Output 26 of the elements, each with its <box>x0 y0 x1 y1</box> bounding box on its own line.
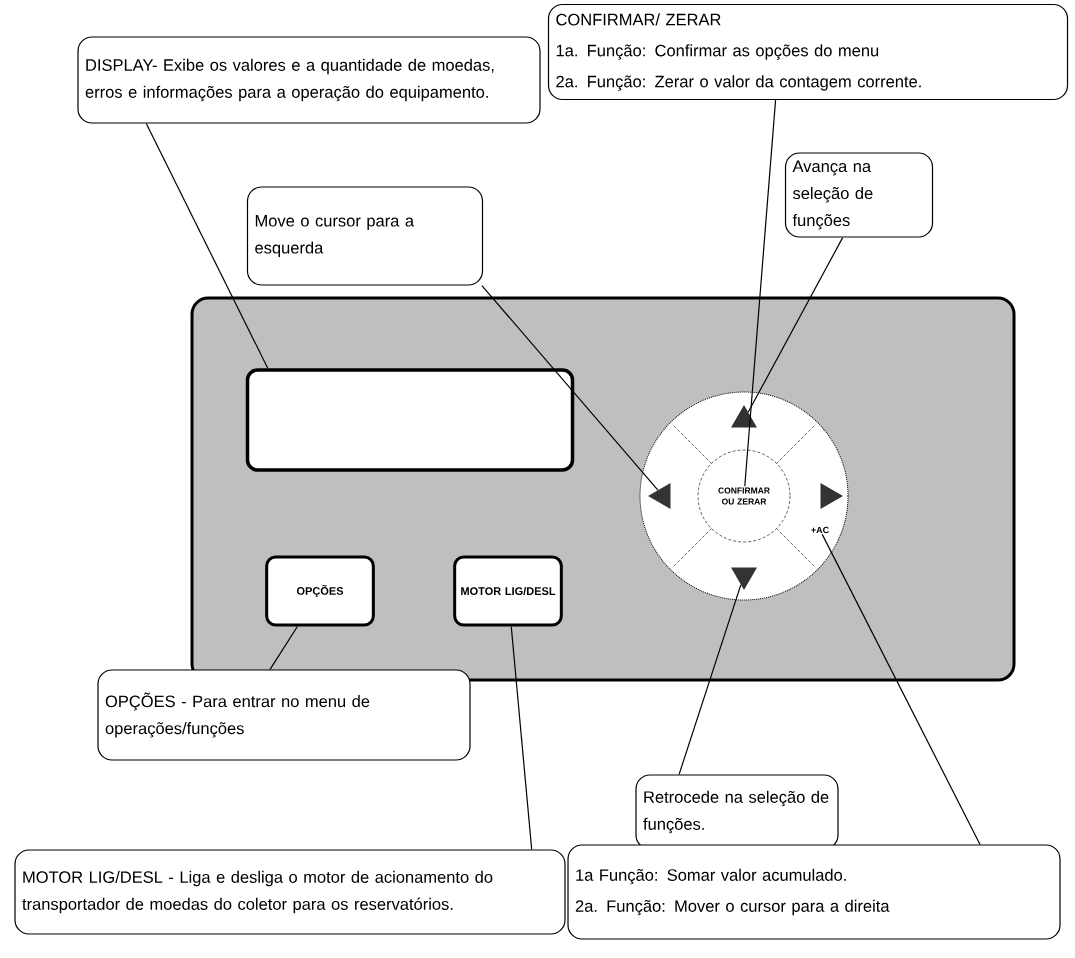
leader-line <box>510 625 533 850</box>
panel-button: MOTOR LIG/DESL <box>453 555 563 627</box>
arrow-key <box>820 483 843 509</box>
key-label: CONFIRMAR OU ZERAR <box>718 487 770 505</box>
leader-line <box>744 99 777 487</box>
leader-line <box>145 123 269 369</box>
callout-box: OPÇÕES - Para entrar no menu de operações/funções <box>97 669 471 761</box>
arrow-key <box>731 405 757 428</box>
leader-line <box>821 533 981 845</box>
callout-box: DISPLAY- Exibe os valores e a quantidade de moedas, erros e informações para a operação do equipamento. <box>77 36 541 124</box>
display-screen <box>245 368 575 472</box>
key-label: +AC <box>811 526 829 534</box>
panel-button: OPÇÕES <box>265 555 375 627</box>
callout-box: MOTOR LIG/DESL - Liga e desliga o motor de acionamento do transportador de moedas do coletor para os reservatórios. <box>14 849 566 935</box>
arrow-key <box>648 483 671 509</box>
callout-box: CONFIRMAR/ ZERAR 1a. Função: Confirmar as opções do menu 2a. Função: Zerar o valor da contagem corrente. <box>547 3 1069 101</box>
callout-box: Move o cursor para a esquerda <box>246 186 484 286</box>
callout-box: Avança na seleção de funções <box>784 152 934 238</box>
leader-line <box>269 625 299 670</box>
leader-line <box>747 237 844 413</box>
keypad <box>639 391 849 601</box>
arrow-key <box>731 567 757 590</box>
callout-box: 1a Função: Somar valor acumulado. 2a. Função: Mover o cursor para a direita <box>567 844 1061 940</box>
leader-line <box>678 584 742 775</box>
leader-line <box>481 285 659 491</box>
callout-box: Retrocede na seleção de funções. <box>635 774 839 850</box>
